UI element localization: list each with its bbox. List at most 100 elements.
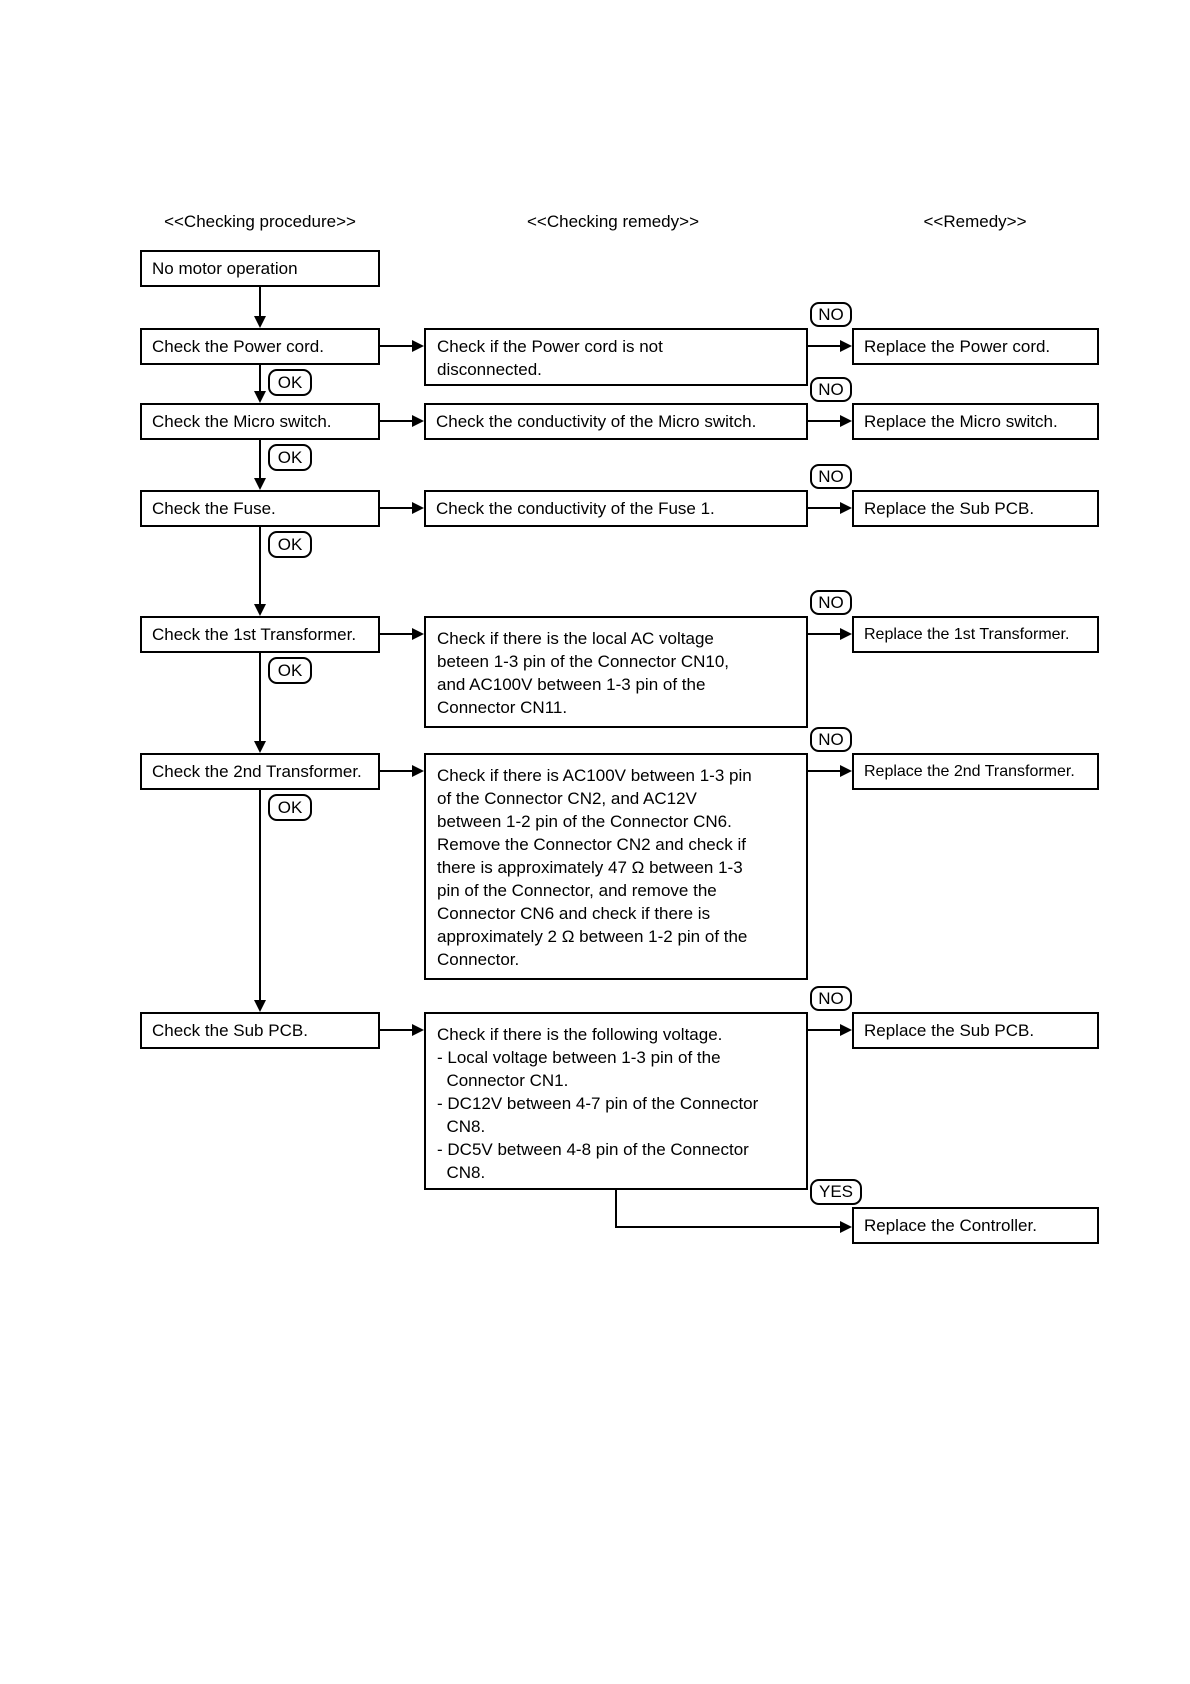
ok-label: OK — [268, 794, 312, 821]
connector-vline — [259, 365, 261, 393]
remedy-box-1st-transformer: Replace the 1st Transformer. — [852, 616, 1099, 653]
procedure-box-micro-switch: Check the Micro switch. — [140, 403, 380, 440]
check-text-line: between 1-2 pin of the Connector CN6. — [437, 812, 732, 831]
check-box-1st-transformer: Check if there is the local AC voltage b… — [424, 616, 808, 728]
procedure-label: Check the 2nd Transformer. — [152, 761, 362, 781]
check-text-line: Connector CN6 and check if there is — [437, 904, 711, 923]
connector-hline — [808, 770, 840, 772]
check-text-line: - DC5V between 4-8 pin of the Connector — [437, 1140, 749, 1159]
remedy-label: Replace the Controller. — [864, 1215, 1037, 1235]
check-text-line: Check if there is AC100V between 1-3 pin — [437, 766, 752, 785]
arrowhead-right-icon — [412, 415, 424, 427]
connector-hline — [380, 345, 412, 347]
connector-hline — [808, 507, 840, 509]
remedy-label: Replace the Sub PCB. — [864, 498, 1035, 518]
no-label: NO — [810, 302, 852, 327]
arrowhead-down-icon — [254, 316, 266, 328]
column-header-checking-remedy: <<Checking remedy>> — [527, 212, 699, 231]
remedy-box-power-cord: Replace the Power cord. — [852, 328, 1099, 365]
check-text-line: Check if there is the following voltage. — [437, 1025, 723, 1044]
connector-hline — [615, 1226, 840, 1228]
check-box-power-cord: Check if the Power cord is not disconnec… — [424, 328, 808, 386]
check-box-micro-switch: Check the conductivity of the Micro swit… — [424, 403, 808, 440]
arrowhead-down-icon — [254, 741, 266, 753]
remedy-label: Replace the Power cord. — [864, 336, 1051, 356]
arrowhead-right-icon — [840, 628, 852, 640]
arrowhead-right-icon — [412, 765, 424, 777]
start-box-no-motor-operation: No motor operation — [140, 250, 380, 287]
remedy-box-sub-pcb: Replace the Sub PCB. — [852, 1012, 1099, 1049]
check-box-fuse: Check the conductivity of the Fuse 1. — [424, 490, 808, 527]
remedy-box-2nd-transformer: Replace the 2nd Transformer. — [852, 753, 1099, 790]
check-text-line: beteen 1-3 pin of the Connector CN10, — [437, 652, 730, 671]
no-label: NO — [810, 986, 852, 1011]
check-text-line: of the Connector CN2, and AC12V — [437, 789, 697, 808]
connector-vline — [259, 790, 261, 1002]
check-box-sub-pcb: Check if there is the following voltage.… — [424, 1012, 808, 1190]
check-text-line: - Local voltage between 1-3 pin of the — [437, 1048, 721, 1067]
ok-label: OK — [268, 657, 312, 684]
procedure-box-2nd-transformer: Check the 2nd Transformer. — [140, 753, 380, 790]
no-label: NO — [810, 590, 852, 615]
connector-hline — [808, 1029, 840, 1031]
check-text-line: - DC12V between 4-7 pin of the Connector — [437, 1094, 759, 1113]
connector-hline — [380, 633, 412, 635]
remedy-box-micro-switch: Replace the Micro switch. — [852, 403, 1099, 440]
arrowhead-right-icon — [412, 340, 424, 352]
procedure-box-1st-transformer: Check the 1st Transformer. — [140, 616, 380, 653]
check-text-line: Remove the Connector CN2 and check if — [437, 835, 746, 854]
check-text-line: Connector CN11. — [437, 698, 568, 717]
connector-hline — [380, 507, 412, 509]
check-text-line: Check if the Power cord is not — [437, 337, 663, 356]
connector-hline — [808, 345, 840, 347]
arrowhead-right-icon — [840, 1024, 852, 1036]
column-header-checking-procedure: <<Checking procedure>> — [164, 212, 356, 231]
procedure-label: Check the Power cord. — [152, 336, 324, 356]
procedure-box-fuse: Check the Fuse. — [140, 490, 380, 527]
arrowhead-down-icon — [254, 478, 266, 490]
procedure-label: Check the 1st Transformer. — [152, 624, 357, 644]
connector-vline — [615, 1190, 617, 1228]
check-text-line: Connector CN1. — [437, 1071, 569, 1090]
ok-label: OK — [268, 531, 312, 558]
check-text-line: Check the conductivity of the Fuse 1. — [436, 498, 715, 518]
start-box-label: No motor operation — [152, 258, 298, 278]
arrowhead-right-icon — [840, 1221, 852, 1233]
check-text-line: disconnected. — [437, 360, 542, 379]
check-text-line: and AC100V between 1-3 pin of the — [437, 675, 706, 694]
arrowhead-right-icon — [840, 340, 852, 352]
check-text-line: Check the conductivity of the Micro swit… — [436, 411, 757, 431]
connector-hline — [808, 420, 840, 422]
check-text-line: there is approximately 47 Ω between 1-3 — [437, 858, 743, 877]
arrowhead-right-icon — [412, 502, 424, 514]
arrowhead-right-icon — [412, 628, 424, 640]
check-text-line: CN8. — [437, 1117, 486, 1136]
check-text-line: Connector. — [437, 950, 520, 969]
no-label: NO — [810, 727, 852, 752]
check-text-line: pin of the Connector, and remove the — [437, 881, 717, 900]
connector-vline — [259, 440, 261, 480]
connector-vline — [259, 527, 261, 606]
remedy-label: Replace the Micro switch. — [864, 411, 1058, 431]
connector-hline — [380, 1029, 412, 1031]
check-text-line: approximately 2 Ω between 1-2 pin of the — [437, 927, 748, 946]
connector-vline — [259, 287, 261, 318]
arrowhead-right-icon — [840, 502, 852, 514]
remedy-box-sub-pcb-fuse: Replace the Sub PCB. — [852, 490, 1099, 527]
procedure-label: Check the Fuse. — [152, 498, 276, 518]
arrowhead-down-icon — [254, 604, 266, 616]
procedure-label: Check the Micro switch. — [152, 411, 332, 431]
arrowhead-down-icon — [254, 391, 266, 403]
remedy-label: Replace the 1st Transformer. — [864, 625, 1070, 643]
connector-hline — [380, 420, 412, 422]
arrowhead-right-icon — [840, 415, 852, 427]
procedure-label: Check the Sub PCB. — [152, 1020, 308, 1040]
connector-hline — [808, 633, 840, 635]
procedure-box-sub-pcb: Check the Sub PCB. — [140, 1012, 380, 1049]
column-header-remedy: <<Remedy>> — [923, 212, 1027, 231]
procedure-box-power-cord: Check the Power cord. — [140, 328, 380, 365]
connector-vline — [259, 653, 261, 743]
ok-label: OK — [268, 444, 312, 471]
remedy-label: Replace the Sub PCB. — [864, 1020, 1035, 1040]
